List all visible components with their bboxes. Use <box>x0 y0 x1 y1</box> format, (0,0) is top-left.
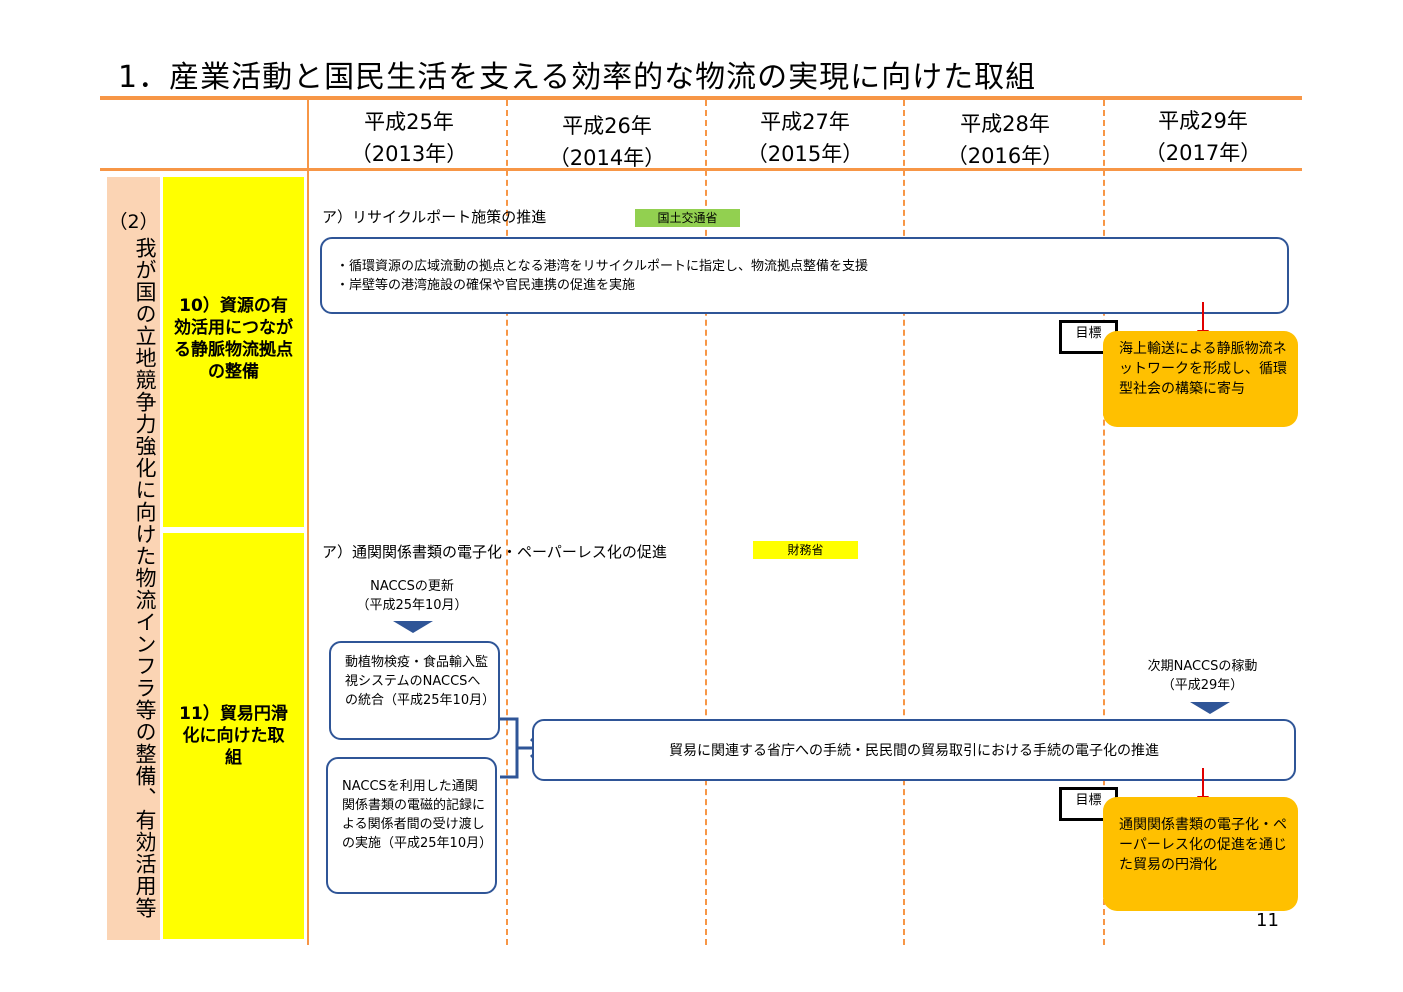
page-number: 11 <box>1256 910 1279 931</box>
year-header-2015: 平成27年 （2015年） <box>706 106 904 170</box>
bullet: ・岸壁等の港湾施設の確保や官民連携の促進を実施 <box>336 278 636 293</box>
column-divider <box>506 100 508 945</box>
column-divider <box>1103 100 1105 945</box>
title-underline <box>100 96 1302 100</box>
naccs-update-note: NACCSの更新 （平成25年10月） <box>332 577 492 615</box>
year-label: 平成28年 <box>960 112 1050 136</box>
goal-box-11: 通関関係書類の電子化・ペーパーレス化の促進を通じた貿易の円滑化 <box>1103 797 1298 911</box>
naccs-e-documents-box: NACCSを利用した通関関係書類の電磁的記録による関係者間の受け渡しの実施（平成… <box>326 757 497 894</box>
naccs-update-label: NACCSの更新 <box>370 579 454 594</box>
ministry-label: 財務省 <box>787 543 824 557</box>
section-11-label-box: 11）貿易円滑化に向けた取組 <box>163 533 304 939</box>
year-label: 平成27年 <box>760 110 850 134</box>
category-number: （2） <box>108 211 159 233</box>
column-divider <box>903 100 905 945</box>
year-sub: （2014年） <box>548 146 666 170</box>
recycle-port-box: ・循環資源の広域流動の拠点となる港湾をリサイクルポートに指定し、物流拠点整備を支… <box>320 237 1289 314</box>
box-text: 動植物検疫・食品輸入監視システムのNACCSへの統合（平成25年10月） <box>345 655 496 708</box>
section-11-heading: ア）通関関係書類の電子化・ペーパーレス化の促進 <box>322 543 667 561</box>
goal-label: 目標 <box>1075 326 1102 341</box>
section-11-label: 11）貿易円滑化に向けた取組 <box>179 704 288 768</box>
category-label: 我が国の立地競争力強化に向けた物流インフラ等の整備、有効活用等 <box>133 237 157 919</box>
down-triangle-icon <box>1190 702 1230 714</box>
section-10-label: 10）資源の有効活用につながる静脈物流拠点の整備 <box>174 296 293 382</box>
year-header-2016: 平成28年 （2016年） <box>906 108 1104 172</box>
next-naccs-label: 次期NACCSの稼動 <box>1147 659 1258 674</box>
naccs-integration-box: 動植物検疫・食品輸入監視システムのNACCSへの統合（平成25年10月） <box>329 641 500 740</box>
category-column: （2） 我が国の立地競争力強化に向けた物流インフラ等の整備、有効活用等 <box>107 177 160 940</box>
year-label: 平成29年 <box>1158 109 1248 133</box>
goal-text: 通関関係書類の電子化・ペーパーレス化の促進を通じた貿易の円滑化 <box>1119 817 1287 873</box>
ministry-badge-mof: 財務省 <box>753 541 858 559</box>
year-header-2017: 平成29年 （2017年） <box>1104 105 1302 169</box>
header-underline <box>100 168 1302 171</box>
year-label: 平成25年 <box>364 110 454 134</box>
bullet: ・循環資源の広域流動の拠点となる港湾をリサイクルポートに指定し、物流拠点整備を支… <box>336 259 868 274</box>
down-triangle-icon <box>393 621 433 633</box>
section-10-heading: ア）リサイクルポート施策の推進 <box>322 208 547 226</box>
bar-text: 貿易に関連する省庁への手続・民民間の貿易取引における手続の電子化の推進 <box>669 743 1159 759</box>
year-header-2013: 平成25年 （2013年） <box>310 106 508 170</box>
ministry-label: 国土交通省 <box>657 211 718 225</box>
column-divider <box>307 100 309 945</box>
year-sub: （2013年） <box>350 142 468 166</box>
year-sub: （2015年） <box>746 142 864 166</box>
goal-label: 目標 <box>1075 793 1102 808</box>
year-sub: （2016年） <box>946 144 1064 168</box>
year-header-2014: 平成26年 （2014年） <box>508 110 706 174</box>
goal-text: 海上輸送による静脈物流ネットワークを形成し、循環型社会の構築に寄与 <box>1119 341 1287 397</box>
year-sub: （2017年） <box>1144 141 1262 165</box>
next-naccs-note: 次期NACCSの稼動 （平成29年） <box>1115 657 1290 695</box>
page-title: 1．産業活動と国民生活を支える効率的な物流の実現に向けた取組 <box>118 60 1037 95</box>
electronic-procedures-bar: 貿易に関連する省庁への手続・民民間の貿易取引における手続の電子化の推進 <box>532 719 1296 781</box>
section-10-label-box: 10）資源の有効活用につながる静脈物流拠点の整備 <box>163 177 304 527</box>
year-label: 平成26年 <box>562 114 652 138</box>
box-text: NACCSを利用した通関関係書類の電磁的記録による関係者間の受け渡しの実施（平成… <box>342 779 493 851</box>
next-naccs-date: （平成29年） <box>1161 678 1244 693</box>
ministry-badge-mlit: 国土交通省 <box>635 209 740 227</box>
goal-box-10: 海上輸送による静脈物流ネットワークを形成し、循環型社会の構築に寄与 <box>1103 331 1298 427</box>
naccs-update-date: （平成25年10月） <box>356 598 468 613</box>
column-divider <box>705 100 707 945</box>
